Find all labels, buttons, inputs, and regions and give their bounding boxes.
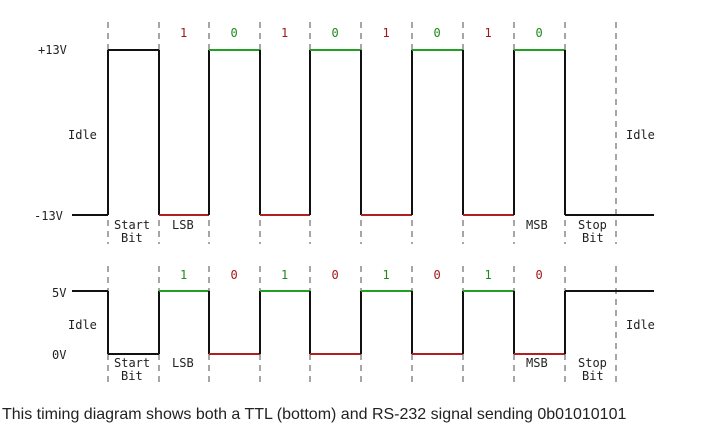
rs232-bit-value-6: 1 — [485, 26, 492, 40]
ttl-start-label-1: Start — [114, 356, 150, 370]
ttl-waveform — [72, 290, 654, 355]
ttl-bit-value-3: 0 — [332, 268, 339, 282]
rs232-stop-label-1: Stop — [578, 218, 607, 232]
ttl-stop-label-2: Bit — [582, 369, 604, 383]
ttl-bit-value-0: 1 — [180, 268, 187, 282]
ttl-bit-value-6: 1 — [485, 268, 492, 282]
rs232-voltage-high: +13V — [38, 43, 67, 57]
ttl-bit-value-1: 0 — [231, 268, 238, 282]
rs232-voltage-low: -13V — [34, 209, 63, 223]
rs232-bit-value-3: 0 — [332, 26, 339, 40]
ttl-idle-right: Idle — [626, 318, 655, 332]
rs232-lsb-label: LSB — [172, 218, 194, 232]
diagram-caption: This timing diagram shows both a TTL (bo… — [2, 406, 627, 423]
rs232-waveform — [72, 49, 654, 216]
rs232-idle-left: Idle — [68, 128, 97, 142]
rs232-bit-value-1: 0 — [231, 26, 238, 40]
rs232-bit-value-4: 1 — [383, 26, 390, 40]
rs232-bit-value-2: 1 — [281, 26, 288, 40]
ttl-bit-value-2: 1 — [281, 268, 288, 282]
rs232-panel: +13V Idle Idle -13V 1 0 1 0 1 0 1 0 Start Bit L… — [34, 26, 655, 245]
ttl-stop-label-1: Stop — [578, 356, 607, 370]
ttl-voltage-low: 0V — [52, 348, 66, 362]
rs232-bit-values: 1 0 1 0 1 0 1 0 — [180, 26, 543, 40]
ttl-bit-values: 1 0 1 0 1 0 1 0 — [180, 268, 543, 282]
ttl-bit-value-5: 0 — [434, 268, 441, 282]
ttl-panel: 5V Idle Idle 0V 1 0 1 0 1 0 1 0 Start Bit LSB M… — [52, 268, 655, 383]
ttl-idle-left: Idle — [68, 318, 97, 332]
rs232-bit-value-5: 0 — [434, 26, 441, 40]
ttl-msb-label: MSB — [526, 356, 548, 370]
ttl-voltage-high: 5V — [52, 286, 66, 300]
ttl-start-label-2: Bit — [121, 369, 143, 383]
rs232-idle-right: Idle — [626, 128, 655, 142]
rs232-msb-label: MSB — [526, 218, 548, 232]
ttl-bit-value-7: 0 — [536, 268, 543, 282]
rs232-start-label-1: Start — [114, 218, 150, 232]
ttl-lsb-label: LSB — [172, 356, 194, 370]
ttl-bit-value-4: 1 — [383, 268, 390, 282]
rs232-stop-label-2: Bit — [582, 231, 604, 245]
rs232-start-label-2: Bit — [121, 231, 143, 245]
rs232-bit-value-0: 1 — [180, 26, 187, 40]
rs232-bit-value-7: 0 — [536, 26, 543, 40]
